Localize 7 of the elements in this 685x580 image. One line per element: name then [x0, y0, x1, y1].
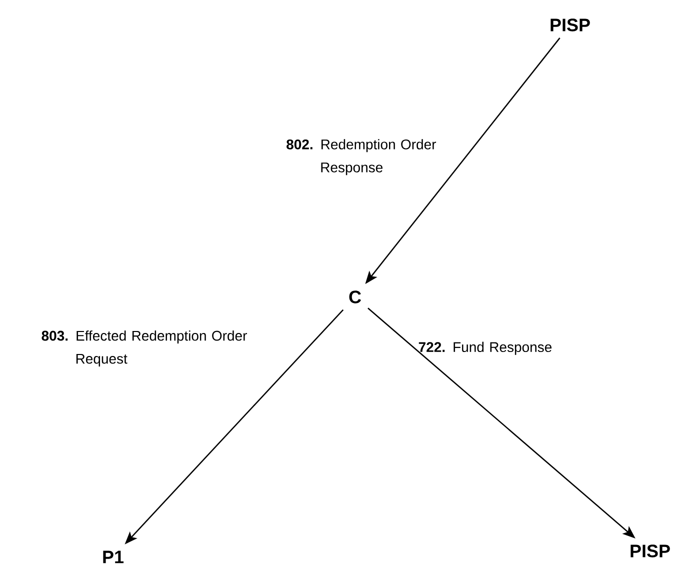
- node-label: PISP: [630, 544, 670, 558]
- edge-label: 803. Effected Redemption Order Request: [42, 330, 247, 366]
- node-label: PISP: [550, 18, 590, 32]
- node-label: P1: [103, 550, 124, 564]
- edge-label: 802. Redemption Order Response: [286, 139, 436, 176]
- node-label: C: [349, 290, 362, 304]
- edge-label: 722. Fund Response: [418, 342, 552, 355]
